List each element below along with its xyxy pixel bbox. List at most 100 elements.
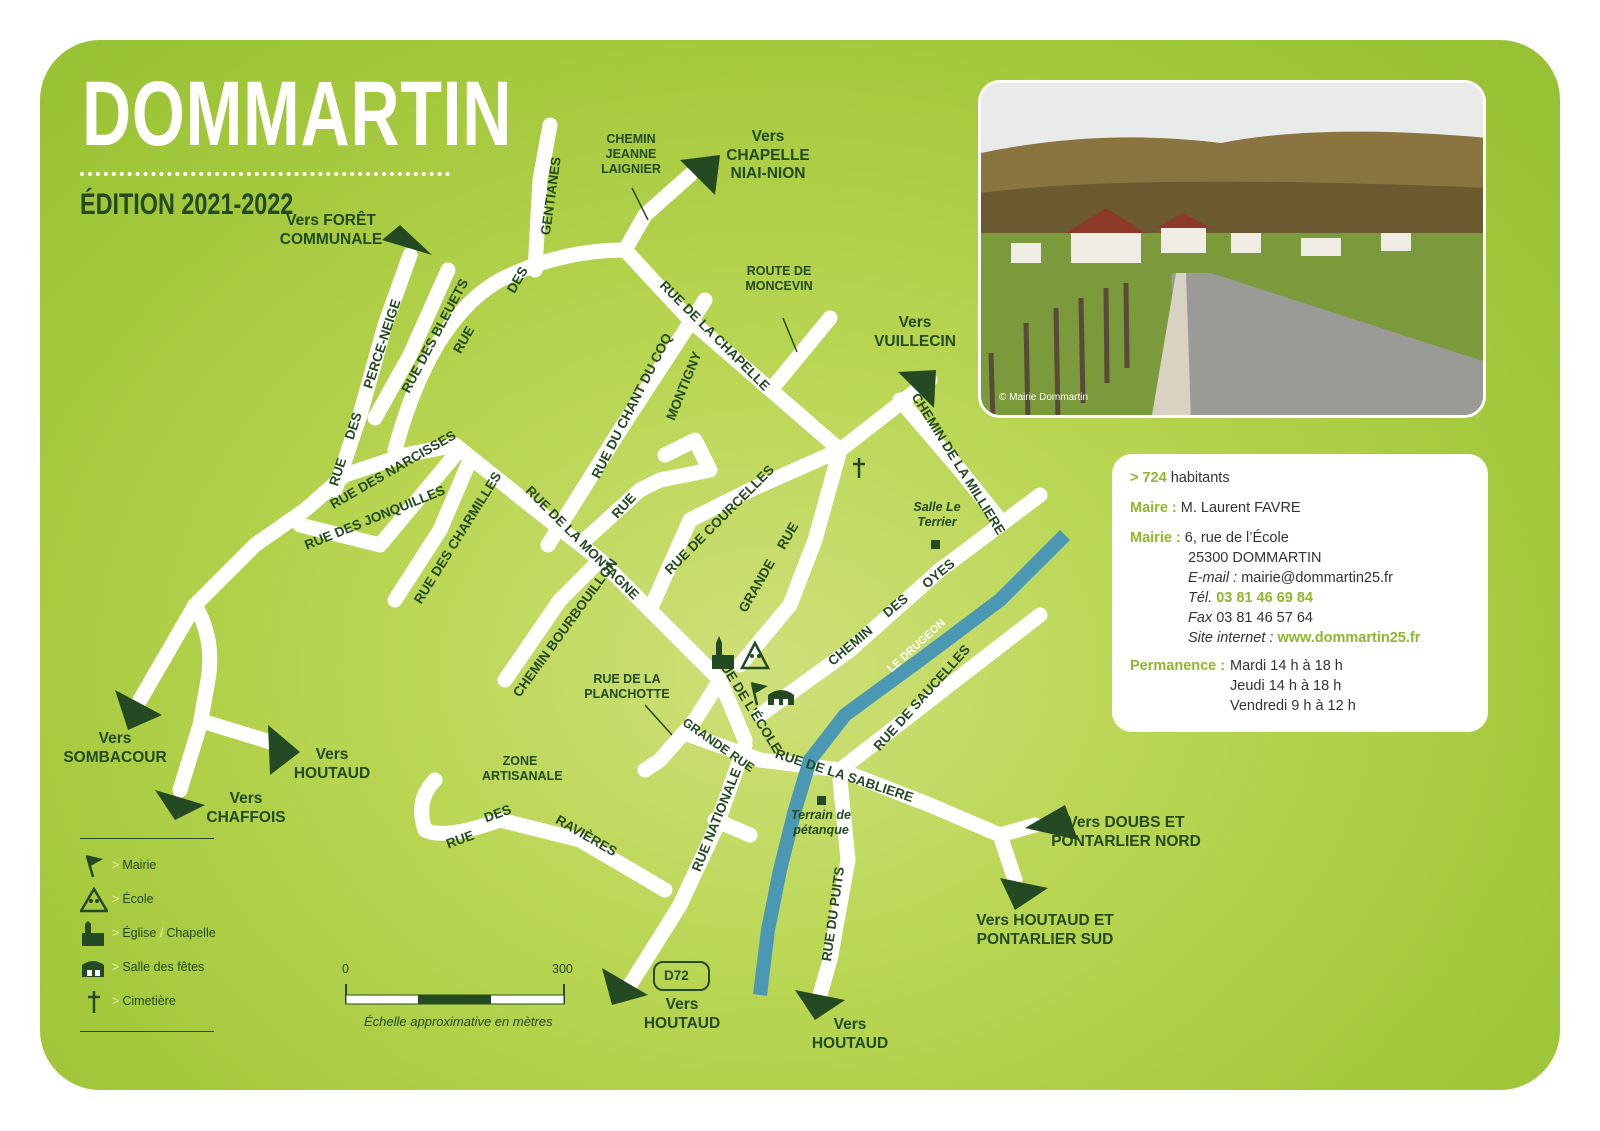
scale-bar bbox=[345, 984, 565, 1005]
title-divider bbox=[80, 172, 450, 176]
legend-ecole-text: École bbox=[122, 892, 154, 906]
road-planchotte bbox=[637, 672, 728, 778]
website-line: Site internet : www.dommartin25.fr bbox=[1188, 630, 1420, 646]
road-milliere bbox=[892, 392, 1008, 528]
legend-mairie: >Mairie bbox=[80, 853, 220, 879]
road-nationale-spur bbox=[707, 812, 758, 843]
scale-caption: Échelle approximative en mètres bbox=[364, 1014, 553, 1029]
road-bleuets bbox=[367, 262, 456, 426]
townhall-label: Mairie : bbox=[1130, 530, 1181, 546]
road-jonquilles bbox=[292, 447, 463, 553]
hours-line-1: Mardi 14 h à 18 h bbox=[1230, 658, 1343, 674]
fax-line: Fax 03 81 46 57 64 bbox=[1188, 610, 1313, 626]
arrow-houtaud-se bbox=[1000, 878, 1048, 910]
legend-eglise-text: Église bbox=[122, 926, 157, 940]
street-map bbox=[115, 117, 1078, 1020]
legend-gt-2: > bbox=[112, 892, 120, 906]
mayor-name: M. Laurent FAVRE bbox=[1180, 500, 1301, 516]
map-legend: >Mairie >École >Église /Chapelle >Salle … bbox=[80, 838, 216, 1032]
d72-badge-frame bbox=[653, 961, 710, 991]
legend-gt-1: > bbox=[112, 858, 120, 872]
dest-houtaud-south-2: Vers HOUTAUD bbox=[811, 1016, 889, 1052]
dest-vuillecin: Vers VUILLECIN bbox=[874, 314, 956, 350]
road-ravieres bbox=[414, 772, 673, 898]
salle-le-terrier-marker bbox=[931, 540, 940, 549]
leader-moncevin bbox=[782, 317, 798, 353]
email-link[interactable]: mairie@dommartin25.fr bbox=[1241, 570, 1393, 586]
hall-icon bbox=[82, 961, 104, 977]
road-houtaud-west bbox=[197, 714, 288, 753]
school-icon bbox=[80, 887, 108, 913]
road-courcelles bbox=[642, 442, 848, 618]
legend-mairie-label: >Mairie bbox=[112, 858, 156, 872]
road-montigny bbox=[577, 432, 718, 548]
road-grande-rue bbox=[732, 442, 848, 673]
legend-ecole-label: >École bbox=[112, 892, 154, 906]
legend-ecole: >École bbox=[80, 887, 220, 913]
road-vuillecin bbox=[832, 372, 938, 458]
arrow-vuillecin bbox=[898, 370, 936, 408]
edition-label: ÉDITION 2021-2022 bbox=[80, 188, 294, 221]
legend-chapelle-text: Chapelle bbox=[166, 926, 216, 940]
label-zone-artisanale: ZONE ARTISANALE bbox=[482, 754, 563, 783]
leader-planchotte bbox=[644, 704, 673, 736]
arrow-foret bbox=[382, 225, 432, 255]
road-perce-neige bbox=[327, 247, 418, 498]
website-link[interactable]: www.dommartin25.fr bbox=[1277, 630, 1421, 646]
hall-icon bbox=[768, 690, 794, 705]
legend-salle-label: >Salle des fêtes bbox=[112, 960, 204, 974]
petanque-marker bbox=[817, 796, 826, 805]
dest-foret: Vers FORÊT COMMUNALE bbox=[279, 212, 383, 248]
arrow-houtaud-s2 bbox=[795, 990, 845, 1020]
road-sombacour-loop bbox=[172, 597, 218, 798]
info-panel: > 724 habitants Maire : M. Laurent FAVRE… bbox=[1112, 454, 1488, 732]
road-nationale bbox=[622, 737, 753, 993]
hours-line-3: Vendredi 9 h à 12 h bbox=[1230, 698, 1356, 714]
dest-houtaud-south-1: Vers HOUTAUD bbox=[643, 996, 721, 1032]
legend-cimetiere-label: >Cimetière bbox=[112, 994, 176, 1008]
email-label: E-mail : bbox=[1188, 570, 1238, 586]
tel-value[interactable]: 03 81 46 69 84 bbox=[1216, 590, 1313, 606]
road-oyes bbox=[752, 487, 1048, 723]
arrow-houtaud-west bbox=[268, 725, 300, 775]
dest-doubs: Vers DOUBS ET PONTARLIER NORD bbox=[1051, 814, 1201, 850]
road-saucelles bbox=[832, 607, 1048, 778]
population-line: > 724 habitants bbox=[1130, 470, 1230, 486]
cemetery-cross-icon bbox=[853, 458, 865, 478]
cemetery-cross-icon bbox=[88, 991, 100, 1013]
mayor-label: Maire : bbox=[1130, 500, 1177, 516]
label-moncevin: ROUTE DE MONCEVIN bbox=[745, 264, 813, 293]
scale-min: 0 bbox=[342, 962, 349, 976]
scale-max: 300 bbox=[552, 962, 573, 976]
arrow-chapelle bbox=[680, 155, 720, 195]
legend-cimetiere-text: Cimetière bbox=[122, 994, 176, 1008]
dest-houtaud-west: Vers HOUTAUD bbox=[293, 746, 371, 782]
road-charmilles bbox=[387, 452, 478, 608]
tel-line: Tél. 03 81 46 69 84 bbox=[1188, 590, 1313, 606]
arrow-sombacour bbox=[115, 690, 162, 730]
road-chant-du-coq bbox=[540, 292, 713, 553]
road-gentianes-north bbox=[527, 117, 558, 278]
legend-gt-5: > bbox=[112, 994, 120, 1008]
legend-eglise: >Église /Chapelle bbox=[80, 921, 220, 947]
legend-gt-3: > bbox=[112, 926, 120, 940]
road-puits bbox=[812, 772, 856, 1003]
tel-label: Tél. bbox=[1188, 590, 1213, 606]
population-value: > 724 bbox=[1130, 470, 1167, 486]
townhall-flag-icon bbox=[85, 855, 103, 878]
arrow-doubs bbox=[1025, 805, 1078, 840]
label-salle-le-terrier: Salle Le Terrier bbox=[913, 500, 961, 529]
hours-label: Permanence : bbox=[1130, 658, 1225, 674]
leader-jeanne bbox=[631, 187, 649, 221]
email-line: E-mail : mairie@dommartin25.fr bbox=[1188, 570, 1393, 586]
townhall-line: Mairie : 6, rue de l’École bbox=[1130, 530, 1289, 546]
address-line2: 25300 DOMMARTIN bbox=[1188, 550, 1322, 566]
dest-chaffois: Vers CHAFFOIS bbox=[206, 790, 286, 826]
arrow-chaffois bbox=[155, 790, 205, 820]
road-gentianes bbox=[387, 242, 633, 458]
village-photo-image bbox=[981, 83, 1483, 415]
townhall-flag-icon bbox=[750, 682, 768, 706]
label-d72: D72 bbox=[664, 968, 689, 983]
photo-credit: © Mairie Dommartin bbox=[999, 392, 1089, 403]
label-planchotte: RUE DE LA PLANCHOTTE bbox=[584, 672, 670, 701]
